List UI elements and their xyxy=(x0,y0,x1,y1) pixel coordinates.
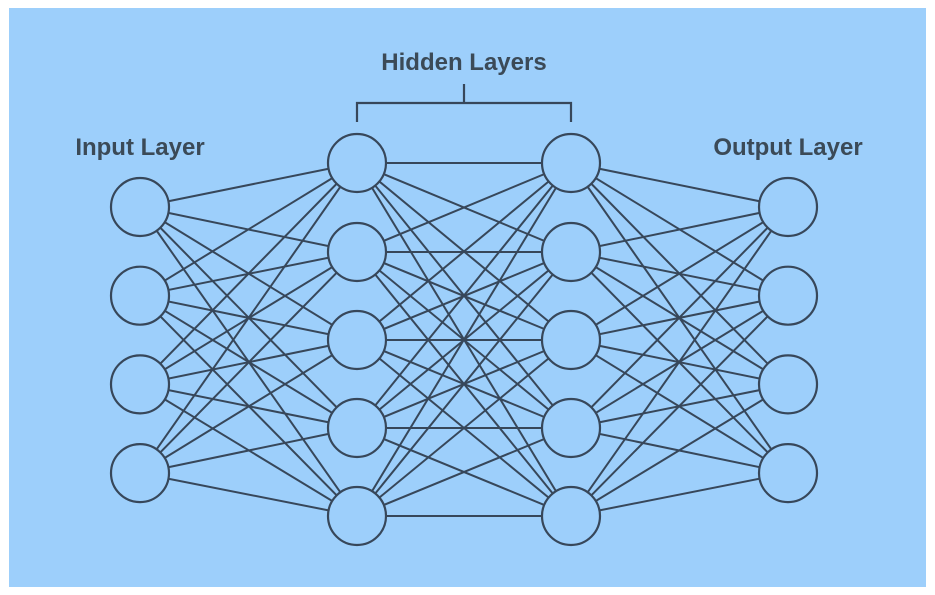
connection-line-hidden-1-3-to-hidden-2-1 xyxy=(356,162,572,341)
hidden-1-node-3 xyxy=(326,309,388,371)
input-node-2 xyxy=(109,265,171,326)
neurons xyxy=(109,132,819,547)
connection-line-input-1-to-hidden-1-1 xyxy=(139,162,358,208)
connection-line-input-3-to-hidden-1-1 xyxy=(139,162,358,386)
connection-line-input-2-to-hidden-1-1 xyxy=(139,162,358,297)
connection-line-hidden-2-4-to-output-1 xyxy=(570,206,789,429)
connection-line-hidden-1-5-to-hidden-2-1 xyxy=(356,162,572,517)
hidden-2-node-2 xyxy=(540,221,602,283)
output-node-1 xyxy=(757,176,819,238)
connection-line-hidden-1-5-to-hidden-2-3 xyxy=(356,339,572,517)
connection-line-input-4-to-hidden-1-2 xyxy=(139,251,358,474)
hidden-layers-bracket xyxy=(355,84,573,122)
input-node-3 xyxy=(109,354,171,415)
connection-line-hidden-2-5-to-output-1 xyxy=(570,206,789,517)
input-node-1 xyxy=(109,176,171,238)
output-layer-label: Output Layer xyxy=(713,134,862,161)
hidden-1-node-4 xyxy=(326,397,388,459)
connections xyxy=(139,162,789,517)
input-node-4 xyxy=(109,443,171,504)
connection-line-input-4-to-hidden-1-5 xyxy=(139,472,358,517)
connection-line-hidden-2-3-to-output-1 xyxy=(570,206,789,341)
connection-line-hidden-1-4-to-hidden-2-1 xyxy=(356,162,572,429)
output-node-3 xyxy=(757,354,819,415)
connection-line-hidden-1-5-to-hidden-2-2 xyxy=(356,251,572,517)
hidden-1-node-2 xyxy=(326,221,388,283)
hidden-2-node-5 xyxy=(540,485,602,547)
hidden-1-node-1 xyxy=(326,132,388,194)
connection-line-input-4-to-hidden-1-1 xyxy=(139,162,358,474)
connection-line-input-4-to-hidden-1-4 xyxy=(139,427,358,475)
connection-line-hidden-2-1-to-output-1 xyxy=(570,162,789,208)
connection-line-hidden-2-5-to-output-4 xyxy=(570,472,789,517)
connection-line-hidden-2-5-to-output-2 xyxy=(570,294,789,517)
hidden-2-node-3 xyxy=(540,309,602,371)
output-node-2 xyxy=(757,265,819,326)
hidden-2-node-1 xyxy=(540,132,602,194)
connection-line-hidden-1-5-to-hidden-2-4 xyxy=(356,427,572,517)
connection-line-hidden-1-2-to-hidden-2-1 xyxy=(356,162,572,253)
hidden-2-node-4 xyxy=(540,397,602,459)
input-layer-label: Input Layer xyxy=(75,134,204,161)
hidden-1-node-5 xyxy=(326,485,388,547)
output-node-4 xyxy=(757,443,819,504)
connection-line-hidden-2-2-to-output-1 xyxy=(570,206,789,253)
connection-line-input-4-to-hidden-1-3 xyxy=(139,339,358,474)
connection-line-hidden-2-5-to-output-3 xyxy=(570,383,789,517)
hidden-layers-label: Hidden Layers xyxy=(381,49,546,76)
